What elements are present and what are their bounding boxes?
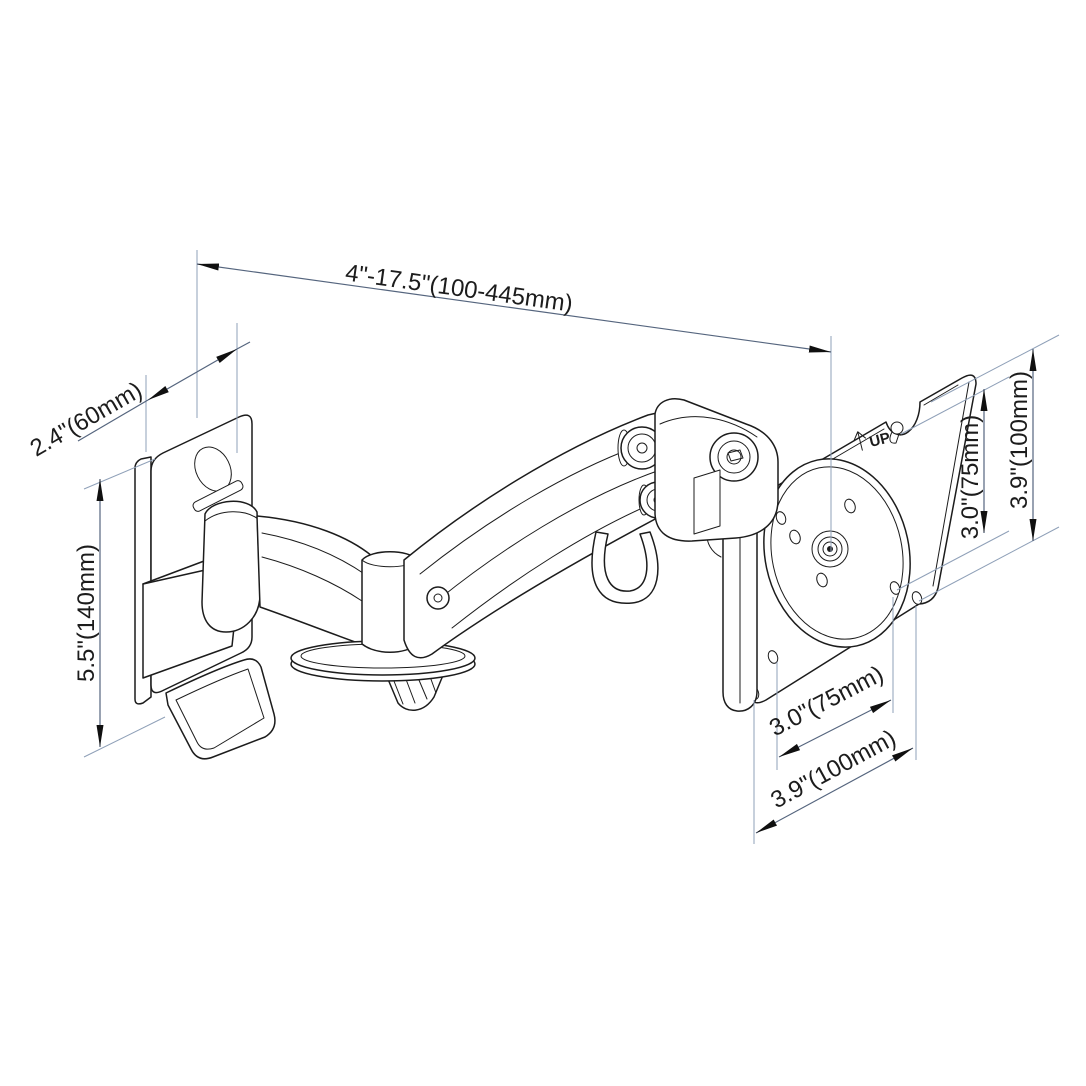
- wall-pivot-bell: [201, 500, 261, 633]
- extension-line: [930, 334, 1060, 403]
- gas-arm-contour-3: [451, 497, 667, 629]
- cable-hook: [591, 531, 659, 604]
- wall-plate-slot: [192, 480, 244, 512]
- extension-line: [83, 716, 166, 758]
- vesa-plate-top-edge-inner-2: [923, 384, 959, 406]
- dim-vesa-vertical-75: 3.0"(75mm): [896, 376, 1010, 591]
- dim-label-vesa-vertical-100: 3.9"(100mm): [1006, 371, 1033, 509]
- dim-label-wall-plate-width: 2.4"(60mm): [26, 377, 147, 463]
- extension-line: [83, 458, 156, 490]
- up-marking: UP: [853, 429, 892, 451]
- extension-line: [896, 530, 1010, 591]
- elbow-boss-outer: [709, 432, 759, 482]
- vesa-hole-right-75: [889, 581, 901, 595]
- dimension-tail: [236, 341, 251, 350]
- vesa-plate: UP: [748, 374, 977, 704]
- elbow-top-edge: [659, 416, 758, 438]
- vesa-plate-right-edge-inner: [932, 381, 970, 587]
- arm-front-pivot-hole: [433, 593, 443, 603]
- dimension-tail: [77, 399, 149, 442]
- dim-wall-plate-height: 5.5"(140mm): [73, 458, 166, 758]
- wall-pivot-bell-rim: [204, 511, 259, 522]
- elbow-cutout: [693, 469, 721, 535]
- disc-inner-ring: [770, 466, 904, 640]
- disc-hole-left: [789, 529, 801, 545]
- elbow-boss-nut: [727, 449, 744, 462]
- disc-hole-bottom: [816, 572, 828, 588]
- gas-arm-contour-2: [437, 469, 661, 601]
- elbow-boss-ring: [717, 440, 751, 474]
- arm-wall-pivot: [201, 500, 373, 649]
- gas-arm-body: [403, 409, 677, 659]
- hub-bolt: [822, 541, 838, 557]
- hub-center-hole: [827, 546, 833, 552]
- hub-mid: [817, 536, 843, 562]
- extension-line: [900, 376, 1010, 435]
- vesa-hole-top-left-100: [775, 511, 787, 525]
- up-label: UP: [868, 429, 892, 451]
- upper-pivot-hole: [636, 442, 648, 454]
- keyhole-tail: [889, 431, 900, 444]
- lower-link-contour-1: [261, 532, 367, 576]
- elbow-joint: [654, 398, 779, 542]
- dimension-line: [778, 699, 892, 758]
- up-arrow-icon: [853, 431, 867, 451]
- elbow-boss-hole: [726, 449, 742, 465]
- dim-label-wall-plate-height: 5.5"(140mm): [73, 544, 100, 682]
- dim-label-vesa-horizontal-100: 3.9"(100mm): [766, 725, 900, 815]
- lower-link-contour-2: [261, 556, 363, 602]
- keyhole-slot: [890, 421, 904, 435]
- dimension-line: [196, 263, 832, 353]
- wall-plate-foot-inner-line: [175, 668, 265, 750]
- dim-label-extension-range: 4"-17.5"(100-445mm): [344, 259, 575, 317]
- disc-hole-top: [844, 498, 856, 514]
- dim-vesa-vertical-100: 3.9"(100mm): [918, 334, 1060, 602]
- dim-label-vesa-vertical-75: 3.0"(75mm): [957, 415, 984, 540]
- dimension-line: [147, 348, 238, 401]
- vesa-hole-bottom-75: [767, 650, 779, 664]
- dimension-line: [755, 747, 914, 834]
- gas-spring-arm: [403, 409, 677, 659]
